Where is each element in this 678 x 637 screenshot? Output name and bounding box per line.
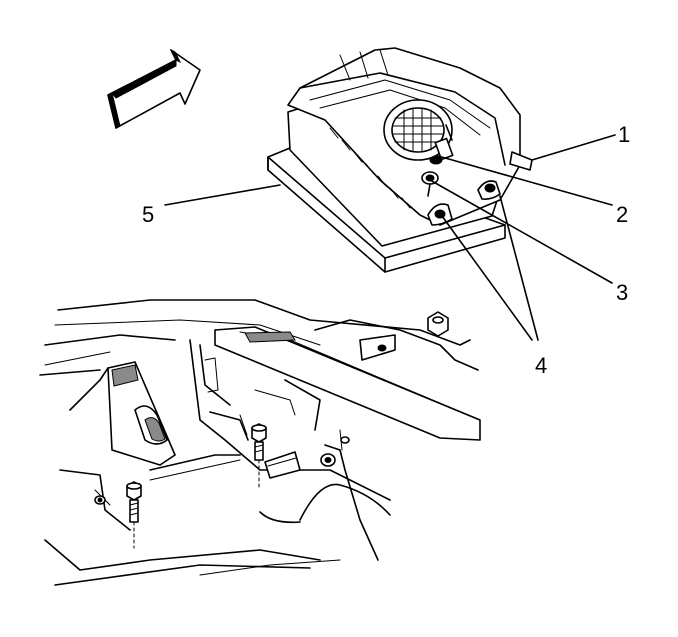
- callout-2: 2: [616, 202, 628, 227]
- sensor-connector: [429, 124, 454, 165]
- nut: [427, 311, 449, 337]
- bolt: [126, 481, 142, 549]
- callout-4: 4: [535, 353, 547, 378]
- callout-3: 3: [616, 280, 628, 305]
- cover-latch-clip: [427, 203, 453, 226]
- bolt: [251, 423, 267, 491]
- cover-latch-clip: [477, 180, 501, 200]
- cover-fastener: [421, 171, 439, 197]
- callout-1: 1: [618, 122, 630, 147]
- mounting-tab: [509, 151, 533, 171]
- air-cleaner-assembly: [267, 47, 533, 273]
- callout-5: 5: [142, 202, 154, 227]
- leader-lines: [164, 134, 616, 341]
- outlet-screen: [383, 99, 453, 161]
- mount-bracket: [69, 361, 176, 466]
- forward-arrow-icon: [107, 48, 201, 129]
- air-cleaner-tray: [39, 299, 481, 586]
